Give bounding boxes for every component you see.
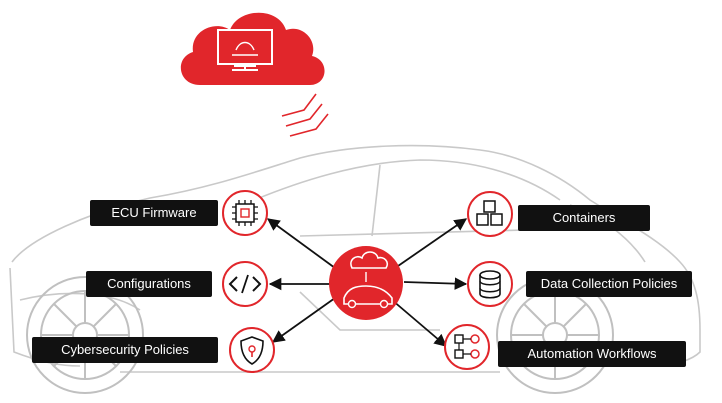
signal-waves-icon xyxy=(281,93,329,137)
label-ecu-firmware: ECU Firmware xyxy=(90,200,218,226)
label-data-collection-policies: Data Collection Policies xyxy=(526,271,692,297)
label-automation-workflows: Automation Workflows xyxy=(498,341,686,367)
arrow-automation xyxy=(391,299,447,347)
chip-icon xyxy=(222,190,268,236)
label-cybersecurity-policies: Cybersecurity Policies xyxy=(32,337,218,363)
database-icon xyxy=(467,261,513,307)
cloud-car-icon xyxy=(329,246,403,320)
arrow-containers xyxy=(397,218,468,267)
shield-lock-icon xyxy=(229,327,275,373)
arrow-cybersecurity xyxy=(271,297,336,343)
cloud-monitor-icon xyxy=(180,12,325,86)
arrow-ecu-firmware xyxy=(266,218,336,269)
label-configurations: Configurations xyxy=(86,271,212,297)
boxes-icon xyxy=(467,191,513,237)
code-brackets-icon xyxy=(222,261,268,307)
car-outline-illustration xyxy=(9,144,701,373)
workflow-gears-icon xyxy=(444,324,490,370)
arrow-data-collection xyxy=(403,277,468,290)
connection-arrows xyxy=(266,218,468,347)
label-containers: Containers xyxy=(518,205,650,231)
